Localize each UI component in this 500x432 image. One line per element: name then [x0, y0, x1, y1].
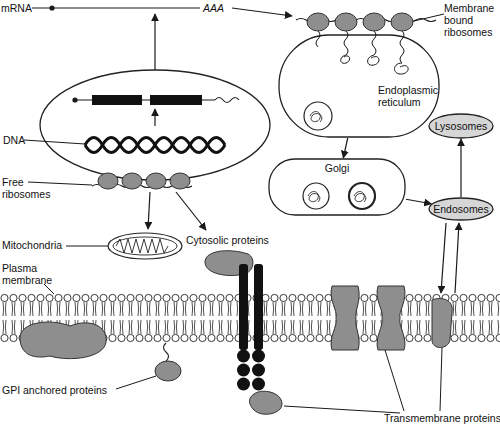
receptor-domain: [252, 378, 265, 391]
flow-arrow: [343, 138, 347, 158]
gene-start: [72, 97, 77, 102]
leader-line: [440, 348, 442, 411]
transmembrane-protein: [432, 299, 452, 348]
receptor-domain: [237, 350, 250, 363]
gpi-protein: [155, 361, 181, 381]
ribosome: [146, 173, 166, 189]
channel-protein: [331, 286, 359, 350]
dna-strand: [85, 138, 225, 153]
poly-a-tail: [215, 98, 239, 103]
ribosome: [122, 173, 142, 189]
leader-line: [284, 406, 400, 413]
part-label: DNA: [3, 134, 25, 146]
receptor-domain: [237, 364, 250, 377]
export-arrow: [154, 14, 155, 70]
mitochondrion-inner: [113, 237, 177, 255]
gpi-anchor: [164, 343, 169, 361]
ribosome: [363, 13, 385, 31]
part-label: GPI anchored proteins: [2, 384, 107, 396]
ribosome: [391, 13, 413, 31]
adaptor-protein: [250, 391, 283, 414]
leader-line: [66, 246, 108, 247]
flow-arrow: [406, 199, 431, 203]
part-label: Cytosolic proteins: [186, 234, 269, 246]
leader-line: [414, 14, 444, 21]
receptor-domain: [252, 350, 265, 363]
part-label: Free ribosomes: [2, 176, 52, 200]
node-label: Golgi: [268, 162, 406, 174]
channel-protein: [377, 286, 405, 350]
ribosome: [335, 13, 357, 31]
peripheral-protein: [20, 322, 106, 359]
organelle-outline: [279, 35, 439, 137]
part-label: mRNA: [1, 2, 32, 14]
part-label: AAA: [203, 2, 224, 14]
flow-arrow: [460, 139, 461, 197]
dna-strand: [85, 138, 225, 153]
translation-arrow: [232, 8, 292, 16]
mrna-cap: [49, 5, 54, 10]
receptor-chain: [254, 264, 263, 350]
receptor-domain: [237, 378, 250, 391]
organelle-outline: [269, 159, 405, 215]
mrna-strand: [32, 7, 200, 8]
transcription-arrow: [154, 109, 155, 126]
part-label: Membrane bound ribosomes: [444, 2, 498, 38]
receptor-chain: [239, 264, 248, 350]
exon-bar: [150, 95, 202, 105]
mitochondrion: [108, 233, 182, 259]
leader-line: [385, 350, 404, 411]
node-label: Lysosomes: [428, 113, 494, 139]
organelle-box: Golgi: [268, 158, 406, 216]
recycling-arrow: [455, 223, 459, 293]
part-label: Transmembrane proteins: [384, 412, 500, 424]
compartment-box: Endosomes: [428, 197, 494, 221]
node-label: Endosomes: [428, 197, 494, 221]
exon-bar: [92, 95, 142, 105]
mrna-strand: [296, 19, 436, 22]
ribosome: [98, 173, 118, 189]
part-label: Plasma membrane: [2, 262, 57, 286]
compartment-oval: [429, 114, 493, 138]
cristae: [116, 239, 168, 253]
recycling-arrow: [441, 223, 446, 293]
nucleus-outline: [40, 70, 270, 180]
receptor-domain: [252, 364, 265, 377]
ribosome: [170, 173, 190, 189]
sorting-arrow: [176, 192, 206, 230]
ribosome: [307, 13, 329, 31]
sorting-arrow: [148, 192, 150, 229]
compartment-box: Lysosomes: [428, 113, 494, 139]
organelle-box: Endoplasmic reticulum: [278, 34, 440, 138]
part-label: Mitochondria: [2, 239, 62, 251]
compartment-oval: [429, 198, 493, 220]
leader-line: [28, 182, 92, 185]
node-label: Endoplasmic reticulum: [378, 84, 438, 108]
leader-line: [24, 140, 85, 144]
leader-line: [116, 376, 156, 389]
